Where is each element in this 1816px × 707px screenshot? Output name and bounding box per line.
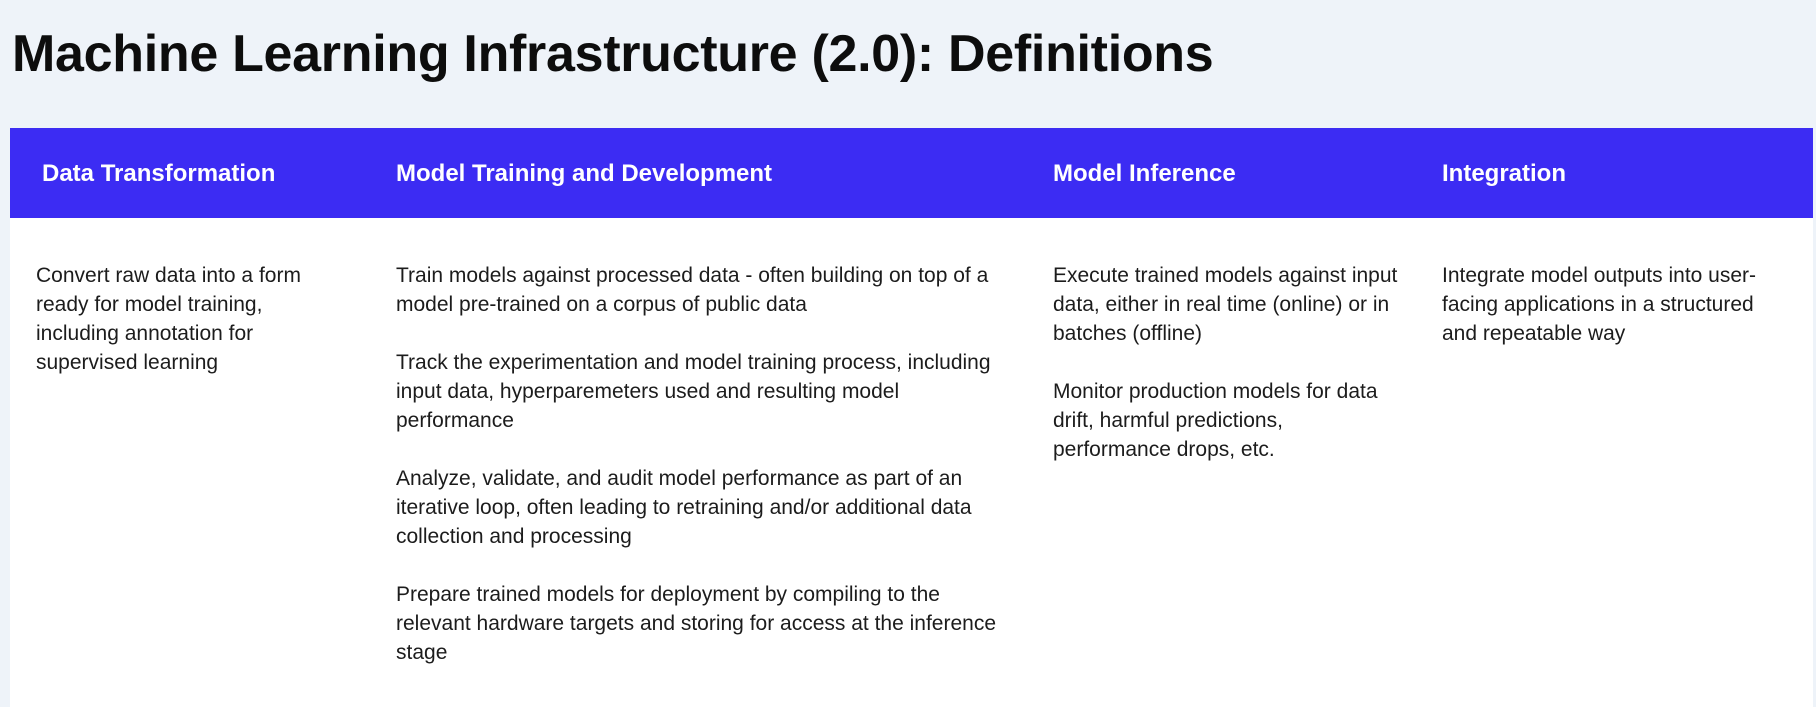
column-model-inference: Execute trained models against input dat… [1053, 261, 1403, 464]
definition-text: Prepare trained models for deployment by… [396, 583, 996, 664]
page-title: Machine Learning Infrastructure (2.0): D… [12, 25, 1214, 83]
definition-text: Convert raw data into a form ready for m… [36, 264, 301, 374]
table-header: Data Transformation Model Training and D… [10, 128, 1813, 218]
definition-text: Execute trained models against input dat… [1053, 264, 1398, 345]
definition-text: Train models against processed data - of… [396, 264, 989, 316]
definition-text: Track the experimentation and model trai… [396, 351, 991, 432]
column-header-data-transformation: Data Transformation [42, 160, 276, 187]
definition-text: Integrate model outputs into user-facing… [1442, 264, 1757, 345]
definition-text: Analyze, validate, and audit model perfo… [396, 467, 972, 548]
table-body: Convert raw data into a form ready for m… [10, 218, 1813, 707]
column-header-integration: Integration [1442, 160, 1566, 187]
column-header-model-training: Model Training and Development [396, 160, 773, 187]
definitions-table: Data Transformation Model Training and D… [10, 128, 1813, 707]
column-data-transformation: Convert raw data into a form ready for m… [36, 261, 326, 377]
definition-text: Monitor production models for data drift… [1053, 380, 1378, 461]
column-header-model-inference: Model Inference [1053, 160, 1236, 187]
column-model-training: Train models against processed data - of… [396, 261, 996, 667]
column-integration: Integrate model outputs into user-facing… [1442, 261, 1792, 348]
